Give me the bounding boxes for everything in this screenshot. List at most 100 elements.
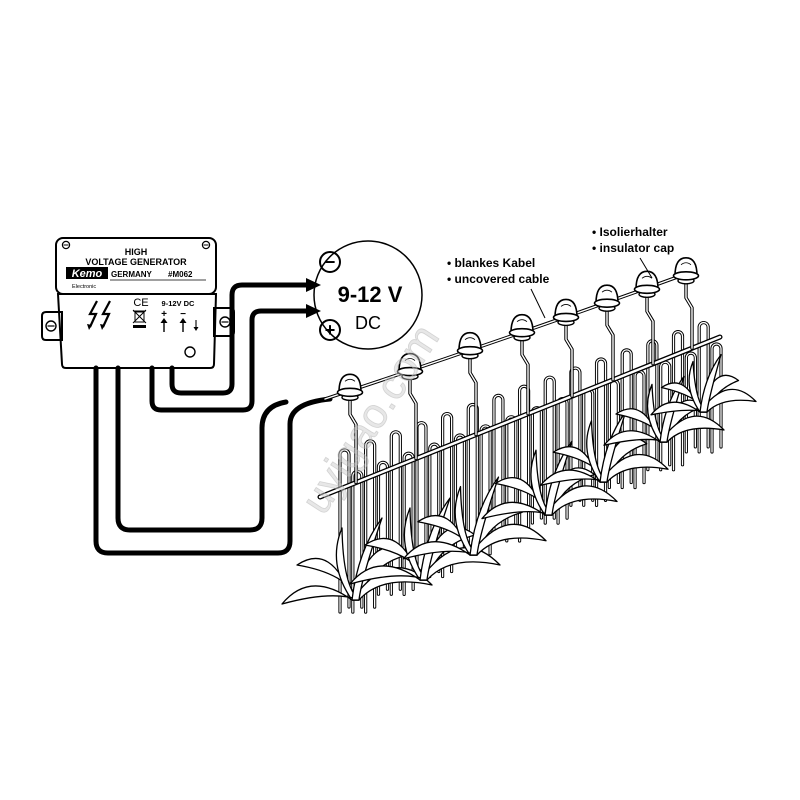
insulator-cap-highlight [516,319,528,322]
grass-leaf [469,523,547,556]
minus-terminal [319,251,341,273]
insulator-post-core [646,294,654,365]
high-voltage-icon [87,300,111,330]
supply-wire-minus [169,282,311,396]
cable-leader-line [530,288,546,319]
insulator-post-core [469,356,477,436]
arrow-right-icon [306,304,321,318]
insulator-leader-line [639,257,653,279]
device-title-line2: VOLTAGE GENERATOR [85,257,187,267]
generator-body [56,293,218,369]
insulator-post-core [606,308,614,381]
insulator-cap-highlight [404,358,416,361]
fence-wire-loop-core [711,343,722,453]
electric-fence [281,256,757,614]
grass-leaf [402,541,478,560]
insulator-label-en: • insulator cap [592,241,674,255]
grass-leaf [544,485,618,516]
grass-leaf [699,353,722,413]
screw-icon [219,316,231,328]
insulator-cap-rim [672,270,700,281]
insulator-cap-highlight [464,337,476,341]
fence-wire-inner [115,365,289,533]
supply-wires [149,278,321,413]
insulator-cap-highlight [680,262,692,266]
grass-leaf [650,401,708,416]
insulator-post-core [565,322,573,397]
insulator-cap [674,256,698,277]
insulator-label-de: • Isolierhalter [592,225,668,239]
fence-wire-loop-core [595,358,607,507]
grass-leaf [699,388,757,413]
grass-leaf [419,547,501,581]
fence-wire-loop-core [377,461,389,595]
insulator-post-core [521,337,529,415]
brand-subtitle: Electronic [72,284,96,290]
fence-wire-loop-core [390,431,401,595]
grass-leaf [603,430,668,446]
insulator-post-core [349,397,357,484]
grass-leaf [481,501,553,520]
brand-country: GERMANY [111,270,153,279]
insulator-cap [398,352,422,373]
insulator-cap-rim [336,387,364,398]
insulator-post [564,321,574,398]
fence-wires [93,365,333,556]
ce-mark: CE [133,297,148,309]
fence-wire-loop-core [672,331,684,471]
insulator-post [605,307,615,382]
insulator-cap [458,331,482,352]
minus-symbol: − [325,252,336,272]
insulator-cap-highlight [601,289,613,293]
mount-flange-left [41,311,63,341]
insulator-cap [595,284,619,304]
cable-label-de: • blankes Kabel [447,256,535,270]
insulator-cap-rim [456,345,484,356]
insulator-post-core [685,281,693,349]
insulator-post-core [409,376,417,460]
grass-leaf [539,469,608,487]
grass-leaf [599,453,669,483]
arrow-up-icon [160,318,168,332]
fence-wire-loop [633,369,646,490]
insulator-cap [338,373,362,394]
device-title-line1: HIGH [125,247,148,257]
supply-voltage: 9-12 V [338,282,403,307]
screw-icon [201,240,211,250]
fence-wire-loop-core [365,440,376,613]
plus-symbol: + [325,320,336,340]
insulator-post [468,355,478,437]
fence-wire-loop-core [544,376,555,524]
screw-icon [61,240,71,250]
supply-wire-plus [149,308,311,413]
screw-icon [45,320,57,332]
grass-leaf [349,565,428,585]
model-number: #M062 [168,270,193,279]
fence-wire-loop-core [441,412,453,578]
brand-logo-box [66,267,108,279]
insulator-cap-rim [396,366,424,377]
arrow-right-icon [306,278,321,292]
grass-leaf [281,585,360,605]
insulator-cap [635,270,659,291]
insulator-cap [510,313,534,334]
fence-wire-outer [93,365,333,556]
generator-lid [55,237,217,295]
arrow-down-icon [193,320,199,331]
insulator-cap-highlight [560,304,572,307]
terminal-minus-label: − [180,309,186,320]
insulator-post [520,336,530,416]
insulator-cap-rim [552,312,580,323]
mount-flange-right [213,307,235,337]
insulator-cap-highlight [641,275,653,279]
brand-logo: Kemo [72,268,103,280]
grass-leaf [659,415,725,443]
insulator-cap-rim [593,298,621,308]
cable-label-en: • uncovered cable [447,272,550,286]
high-voltage-generator: HIGH VOLTAGE GENERATOR Kemo GERMANY #M06… [41,237,235,369]
fence-wire-loop-core [339,449,350,613]
fence-wire-loop-core [698,321,709,453]
fence-wire-loop-core [685,352,696,453]
arrow-up-icon [179,318,187,332]
